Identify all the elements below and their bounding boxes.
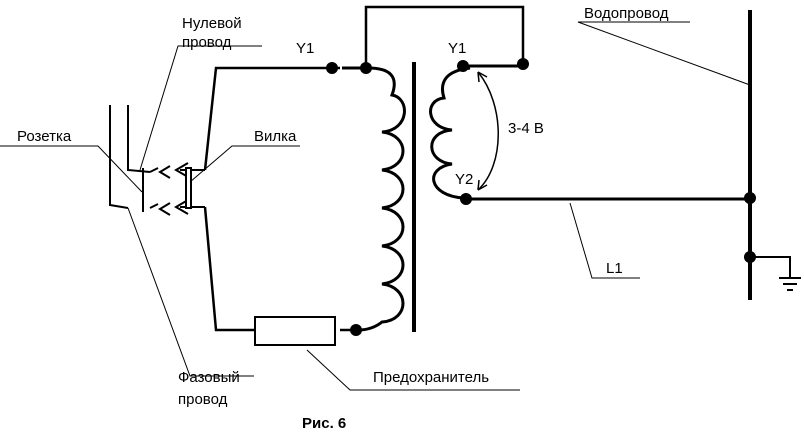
socket-label: Розетка bbox=[17, 128, 72, 145]
plug-label: Вилка bbox=[254, 128, 297, 145]
secondary-y2-label: Y2 bbox=[455, 171, 473, 188]
junction-dots bbox=[326, 58, 756, 336]
bridge-wire bbox=[364, 5, 525, 68]
neutral-wire-label-line2: провод bbox=[182, 34, 232, 51]
fuse-symbol bbox=[254, 316, 336, 346]
voltage-arc bbox=[477, 71, 499, 191]
leader-lines bbox=[0, 21, 751, 391]
neutral-wire-label-line1: Нулевой bbox=[182, 15, 242, 32]
primary-y1-label: Y1 bbox=[296, 40, 314, 57]
ground-lead-label: L1 bbox=[606, 260, 623, 277]
ground-symbol bbox=[750, 256, 801, 291]
phase-wire-label-line2: провод bbox=[178, 391, 228, 408]
phase-wire-label-line1: Фазовый bbox=[178, 369, 240, 386]
secondary-y1-label: Y1 bbox=[448, 40, 466, 57]
secondary-winding bbox=[429, 64, 750, 201]
plug-symbol bbox=[158, 162, 205, 216]
socket-symbol bbox=[109, 105, 159, 212]
figure-caption: Рис. 6 bbox=[302, 415, 346, 432]
primary-wires bbox=[203, 66, 360, 332]
fuse-label: Предохранитель bbox=[373, 369, 489, 386]
water-pipe-label: Водопровод bbox=[584, 5, 669, 22]
primary-winding bbox=[342, 66, 406, 332]
voltage-label: 3-4 В bbox=[508, 120, 544, 137]
